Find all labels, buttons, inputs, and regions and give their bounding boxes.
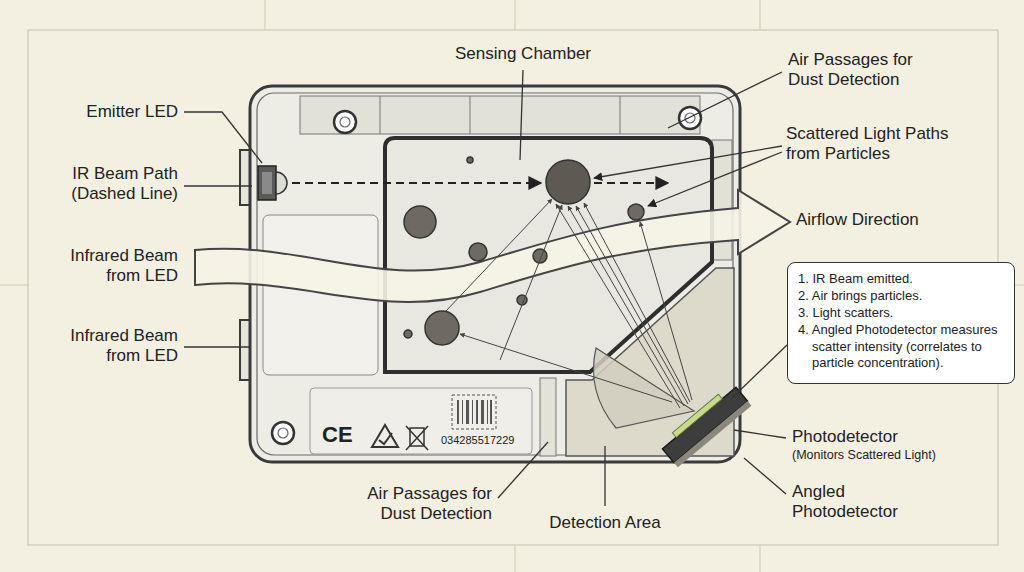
scatter-path [556, 204, 680, 408]
grid-tick [760, 0, 761, 30]
leader-line [732, 345, 787, 398]
leader-line [520, 70, 523, 160]
leader-line [184, 185, 252, 186]
scatter-path [576, 206, 688, 404]
grid-tick [0, 285, 28, 286]
part-label: Infrared Beam from LED [48, 326, 178, 367]
mounting-hole [685, 113, 695, 123]
leader-lines [184, 70, 787, 506]
certification-mark: CE [322, 422, 353, 448]
part-label: Angled Photodetector [792, 482, 917, 523]
divider [470, 96, 471, 134]
leader-line [604, 446, 605, 506]
rcm-check [379, 433, 392, 444]
barcode-bar [490, 400, 492, 424]
part-label: Infrared Beam from LED [48, 246, 178, 287]
note-item: 2. Air brings particles. [798, 288, 1004, 305]
barcode-bar [466, 400, 469, 424]
particle [467, 157, 473, 163]
serial-number: 034285517229 [441, 434, 514, 447]
leader-line [734, 430, 786, 438]
scatter-path [460, 334, 672, 402]
mounting-hole [334, 111, 356, 133]
barcode-bar [472, 400, 473, 424]
mounting-hole [278, 428, 288, 438]
leader-line [594, 146, 782, 178]
detector-base [674, 401, 751, 467]
mounting-hole [340, 117, 350, 127]
weee-cross [406, 426, 428, 450]
mounting-hole [272, 422, 294, 444]
scatter-path [446, 199, 552, 311]
airflow-arrow [195, 190, 790, 302]
scatter-path [500, 205, 562, 360]
label-plate [310, 388, 532, 454]
part-label: Detection Area [545, 513, 665, 533]
led-die [262, 172, 272, 194]
divider [620, 96, 621, 134]
part-label: Scattered Light Paths from Particles [786, 124, 976, 165]
leader-line [668, 72, 782, 128]
particle [469, 243, 487, 261]
leader-line [744, 458, 786, 494]
led-lens [276, 172, 287, 194]
barcode-frame [452, 395, 496, 429]
grid-tick [515, 0, 516, 30]
grid-tick [760, 545, 761, 572]
particles [404, 157, 644, 345]
note-item: 3. Light scatters. [798, 305, 1004, 322]
scatter-path [568, 206, 684, 406]
particle [546, 160, 590, 204]
barcode-bar [462, 400, 463, 424]
grid-tick [265, 0, 266, 30]
air-passage [540, 378, 556, 456]
part-label: IR Beam Path (Dashed Line) [48, 164, 178, 205]
mounting-hole [679, 107, 701, 129]
led-body [258, 166, 276, 200]
note-item: 4. Angled Photodetector measures scatter… [798, 322, 1004, 373]
barcode-bar [487, 400, 488, 424]
part-sublabel: (Monitors Scattered Light) [792, 448, 1007, 463]
leader-line [648, 152, 782, 206]
note-item: 1. IR Beam emitted. [798, 271, 1004, 288]
part-label: Emitter LED [48, 102, 178, 122]
particle [628, 204, 644, 220]
detector-lens [672, 394, 722, 437]
ir-beam [594, 182, 668, 184]
part-label: Air Passages for Dust Detection [342, 484, 492, 525]
detector-body [662, 387, 747, 462]
part-label: Photodetector [792, 427, 992, 447]
scatter-path [640, 222, 692, 400]
top-compartment [300, 96, 700, 134]
barcode [457, 400, 492, 424]
ir-beam [292, 182, 541, 184]
compartment-dividers [380, 96, 620, 134]
particle [425, 311, 459, 345]
barcode-bar [457, 400, 459, 424]
part-label: Air Passages for Dust Detection [788, 50, 938, 91]
grid-tick [515, 545, 516, 572]
leader-line [184, 112, 262, 163]
barcode-bar [481, 400, 484, 424]
divider [380, 96, 381, 134]
scatter-paths [446, 199, 692, 408]
part-label: Sensing Chamber [443, 44, 603, 64]
particle [404, 206, 436, 238]
particle [404, 330, 412, 338]
part-label: Airflow Direction [796, 210, 996, 230]
leader-line [498, 442, 548, 498]
scatter-path [584, 203, 690, 402]
barcode-bar [476, 400, 478, 424]
rcm-mark [372, 425, 398, 447]
leader-line [184, 346, 250, 347]
note-box: 1. IR Beam emitted.2. Air brings particl… [787, 262, 1015, 384]
